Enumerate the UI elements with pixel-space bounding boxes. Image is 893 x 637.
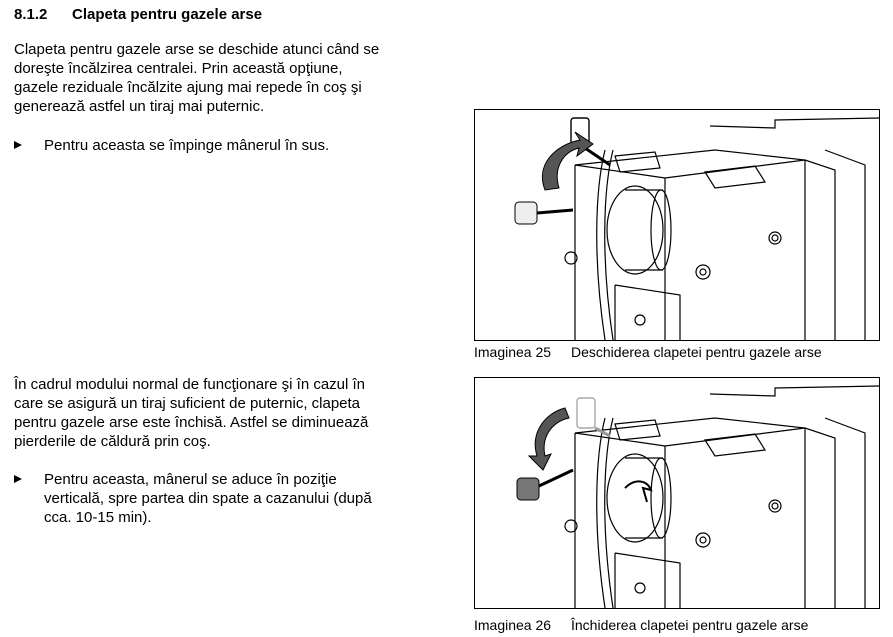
figure-label: Imaginea 26 [474,617,552,633]
text-line: verticală, spre partea din spate a cazan… [44,490,372,507]
text-line: cca. 10-15 min). [44,509,152,526]
rotate-up-arrow-icon [542,131,594,191]
section-title: Clapeta pentru gazele arse [72,6,263,23]
bullet-arrow-icon [14,141,22,149]
text-line: doreşte încălzirea centralei. Prin aceas… [14,60,343,77]
paragraph-open-damper: Clapeta pentru gazele arse se deschide a… [14,40,434,116]
section-number: 8.1.2 [14,6,48,23]
text-line: generează astfel un tiraj mai puternic. [14,98,265,115]
figure-label: Imaginea 25 [474,344,552,360]
boiler-drawing-close [516,385,879,608]
figure-25-caption: Imaginea 25 Deschiderea clapetei pentru g… [474,344,822,360]
figure-26-caption: Imaginea 26 Închiderea clapetei pentru ga… [474,617,808,633]
handle-knob-icon [516,477,540,501]
text-line: pentru gazele arse este închisă. Astfel … [14,414,369,431]
figure-caption-text: Deschiderea clapetei pentru gazele arse [571,344,822,360]
bullet-arrow-icon [14,475,22,483]
text-line: Pentru aceasta se împinge mânerul în sus… [44,137,330,154]
text-line: Pentru aceasta, mânerul se aduce în pozi… [44,471,337,488]
figure-25-illustration [474,109,880,341]
figure-caption-text: Închiderea clapetei pentru gazele arse [571,617,809,633]
text-line: pierderile de căldură prin coş. [14,433,211,450]
rotate-down-arrow-icon [527,407,570,471]
section-heading: 8.1.2 Clapeta pentru gazele arse [14,6,262,23]
boiler-drawing-open [514,117,879,340]
text-line: care se asigură un tiraj suficient de pu… [14,395,361,412]
figure-26-illustration [474,377,880,609]
paragraph-close-damper: În cadrul modului normal de funcţionare … [14,375,434,451]
text-line: În cadrul modului normal de funcţionare … [14,376,366,393]
text-line: Clapeta pentru gazele arse se deschide a… [14,41,380,58]
text-line: gazele reziduale încălzite ajung mai rep… [14,79,362,96]
